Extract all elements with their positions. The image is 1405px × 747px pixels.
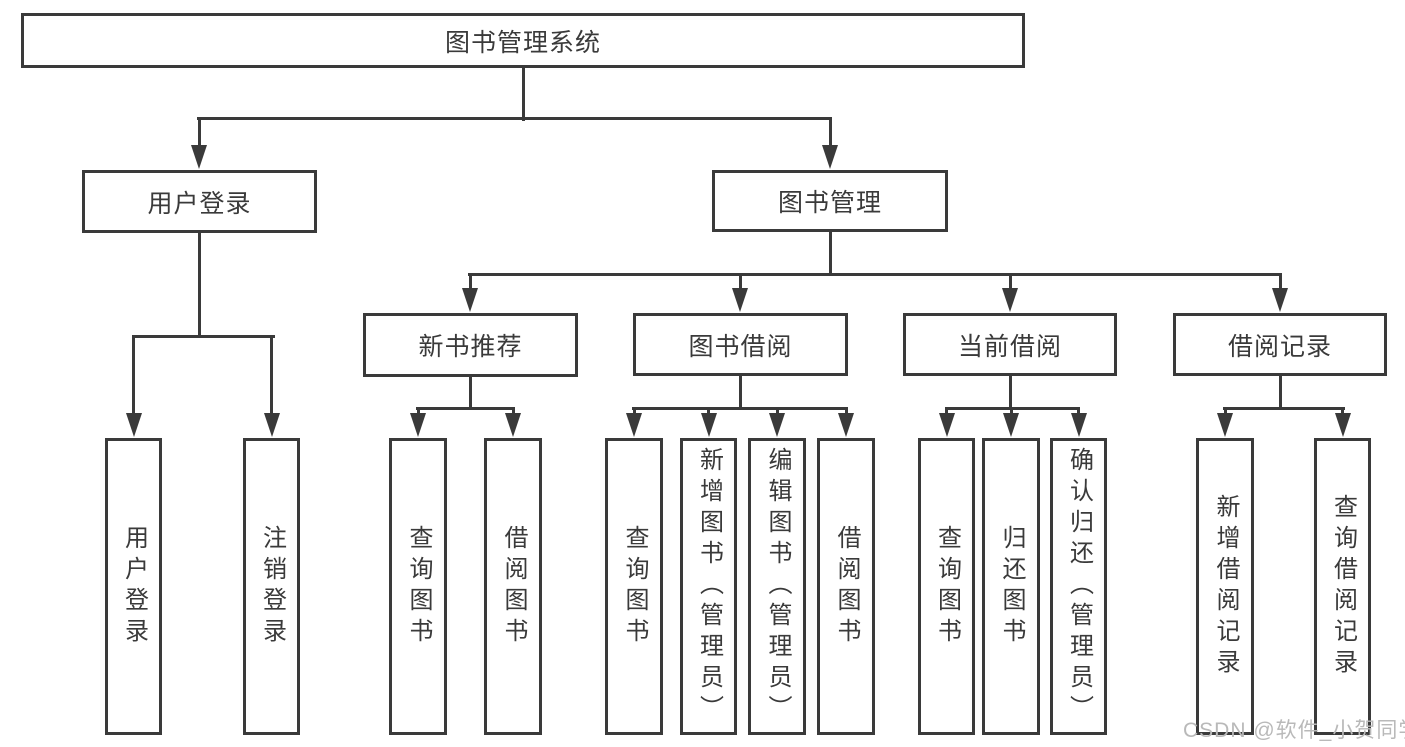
arrow-down-icon bbox=[626, 413, 642, 437]
node-current-borrowing: 当前借阅 bbox=[903, 313, 1117, 376]
node-label: 图书管理 bbox=[777, 189, 882, 217]
connector-line bbox=[828, 117, 832, 158]
node-label: 新书推荐 bbox=[418, 333, 523, 361]
node-library-management-system: 图书管理系统 bbox=[21, 13, 1025, 68]
leaf-user-login: 用户登录 bbox=[105, 438, 162, 735]
arrow-down-icon bbox=[700, 413, 717, 437]
node-label: 归还图书 bbox=[998, 524, 1025, 649]
node-label: 新增借阅记录 bbox=[1212, 493, 1239, 680]
connector-line bbox=[197, 117, 201, 158]
arrow-down-icon bbox=[191, 145, 207, 169]
node-label: 用户登录 bbox=[147, 189, 252, 218]
node-label: 查询借阅记录 bbox=[1329, 493, 1357, 680]
arrow-down-icon bbox=[838, 413, 854, 437]
connector-line bbox=[468, 273, 472, 301]
leaf-edit-book-admin: 编辑图书（管理员） bbox=[748, 438, 806, 735]
connector-line bbox=[1008, 273, 1012, 301]
connector-line bbox=[468, 273, 1282, 276]
node-new-book-recommendation: 新书推荐 bbox=[363, 313, 578, 377]
connector-line bbox=[197, 117, 831, 120]
arrow-down-icon bbox=[1003, 413, 1019, 437]
arrow-down-icon bbox=[822, 145, 838, 169]
arrow-down-icon bbox=[505, 413, 521, 437]
leaf-query-books-borrowing: 查询图书 bbox=[605, 438, 663, 735]
arrow-down-icon bbox=[1334, 413, 1351, 437]
arrow-down-icon bbox=[1002, 288, 1018, 312]
connector-line bbox=[738, 374, 742, 410]
connector-line bbox=[828, 232, 832, 276]
arrow-down-icon bbox=[1070, 413, 1087, 437]
arrow-down-icon bbox=[462, 288, 478, 312]
node-book-borrowing: 图书借阅 bbox=[633, 313, 848, 376]
node-label: 查询图书 bbox=[621, 524, 648, 649]
connector-line bbox=[1278, 374, 1282, 410]
connector-line bbox=[945, 407, 1080, 410]
node-label: 用户登录 bbox=[120, 524, 148, 649]
node-label: 借阅图书 bbox=[833, 524, 860, 649]
node-label: 当前借阅 bbox=[957, 332, 1062, 361]
connector-line bbox=[738, 273, 742, 301]
connector-line bbox=[197, 233, 201, 338]
connector-line bbox=[132, 335, 275, 338]
connector-line bbox=[1278, 273, 1282, 301]
connector-line bbox=[270, 335, 273, 426]
node-label: 编辑图书（管理员） bbox=[764, 447, 791, 726]
watermark: CSDN @软件_小贺同学 bbox=[1183, 719, 1405, 742]
node-borrowing-records: 借阅记录 bbox=[1173, 313, 1387, 376]
leaf-return-book: 归还图书 bbox=[982, 438, 1040, 735]
node-label: 借阅记录 bbox=[1227, 332, 1332, 361]
arrow-down-icon bbox=[125, 413, 142, 437]
arrow-down-icon bbox=[410, 413, 426, 437]
leaf-borrow-books-recommend: 借阅图书 bbox=[484, 438, 542, 735]
leaf-add-book-admin: 新增图书（管理员） bbox=[680, 438, 737, 735]
node-label: 确认归还（管理员） bbox=[1065, 447, 1093, 726]
leaf-borrow-books-borrowing: 借阅图书 bbox=[817, 438, 875, 735]
arrow-down-icon bbox=[769, 413, 785, 437]
connector-line bbox=[468, 374, 472, 410]
connector-line bbox=[1008, 374, 1012, 410]
arrow-down-icon bbox=[938, 413, 955, 437]
arrow-down-icon bbox=[1217, 413, 1233, 437]
node-user-login: 用户登录 bbox=[82, 170, 317, 233]
leaf-query-books-current: 查询图书 bbox=[918, 438, 975, 735]
node-book-management: 图书管理 bbox=[712, 170, 948, 232]
node-label: 查询图书 bbox=[405, 524, 432, 649]
leaf-add-borrow-record: 新增借阅记录 bbox=[1196, 438, 1254, 735]
connector-line bbox=[132, 335, 135, 426]
leaf-query-borrow-record: 查询借阅记录 bbox=[1314, 438, 1371, 735]
arrow-down-icon bbox=[1272, 288, 1288, 312]
leaf-query-books-recommend: 查询图书 bbox=[389, 438, 447, 735]
node-label: 新增图书（管理员） bbox=[695, 447, 723, 726]
node-label: 图书借阅 bbox=[688, 332, 793, 361]
leaf-logout: 注销登录 bbox=[243, 438, 300, 735]
connector-line bbox=[1223, 407, 1345, 410]
node-label: 图书管理系统 bbox=[444, 28, 601, 57]
node-label: 查询图书 bbox=[933, 524, 961, 649]
arrow-down-icon bbox=[263, 413, 280, 437]
connector-line bbox=[521, 68, 525, 121]
connector-line bbox=[416, 407, 515, 410]
node-label: 借阅图书 bbox=[500, 524, 527, 649]
node-label: 注销登录 bbox=[258, 524, 286, 649]
arrow-down-icon bbox=[732, 288, 748, 312]
leaf-confirm-return-admin: 确认归还（管理员） bbox=[1050, 438, 1107, 735]
connector-line bbox=[632, 407, 848, 410]
